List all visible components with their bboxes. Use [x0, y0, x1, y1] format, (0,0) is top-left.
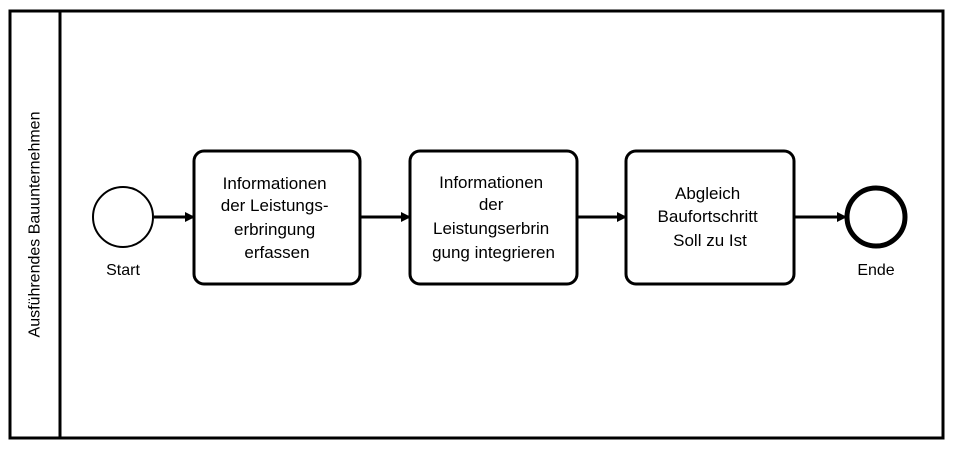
lane-label: Ausführendes Bauunternehmen [27, 112, 44, 338]
start-event-label: Start [106, 262, 140, 279]
task-2-line-1: Informationen [439, 173, 543, 192]
task-2[interactable]: Informationen der Leistungserbrin gung i… [408, 149, 579, 286]
task-1-line-1: Informationen [223, 174, 327, 193]
task-3-line-2: Baufortschritt [658, 207, 758, 226]
end-event-label: Ende [857, 262, 894, 279]
task-2-line-2: der [479, 195, 504, 214]
task-1[interactable]: Informationen der Leistungs- erbringung … [192, 149, 362, 286]
task-2-label: Informationen der Leistungserbrin gung i… [432, 173, 555, 262]
end-event[interactable] [844, 185, 908, 249]
task-2-line-3: Leistungserbrin [433, 219, 549, 238]
task-3[interactable]: Abgleich Baufortschritt Soll zu Ist [624, 149, 796, 286]
start-event[interactable] [92, 186, 154, 248]
task-1-line-4: erfassen [244, 243, 309, 262]
task-3-line-3: Soll zu Ist [673, 231, 747, 250]
task-1-label: Informationen der Leistungs- erbringung … [221, 174, 333, 262]
task-2-box[interactable] [408, 149, 579, 286]
task-3-line-1: Abgleich [675, 184, 740, 203]
task-1-box[interactable] [192, 149, 362, 286]
task-2-line-4: gung integrieren [432, 243, 555, 262]
task-3-box[interactable] [624, 149, 796, 286]
task-1-line-3: erbringung [234, 220, 315, 239]
task-1-line-2: der Leistungs- [221, 196, 329, 215]
task-3-label: Abgleich Baufortschritt Soll zu Ist [658, 184, 763, 250]
